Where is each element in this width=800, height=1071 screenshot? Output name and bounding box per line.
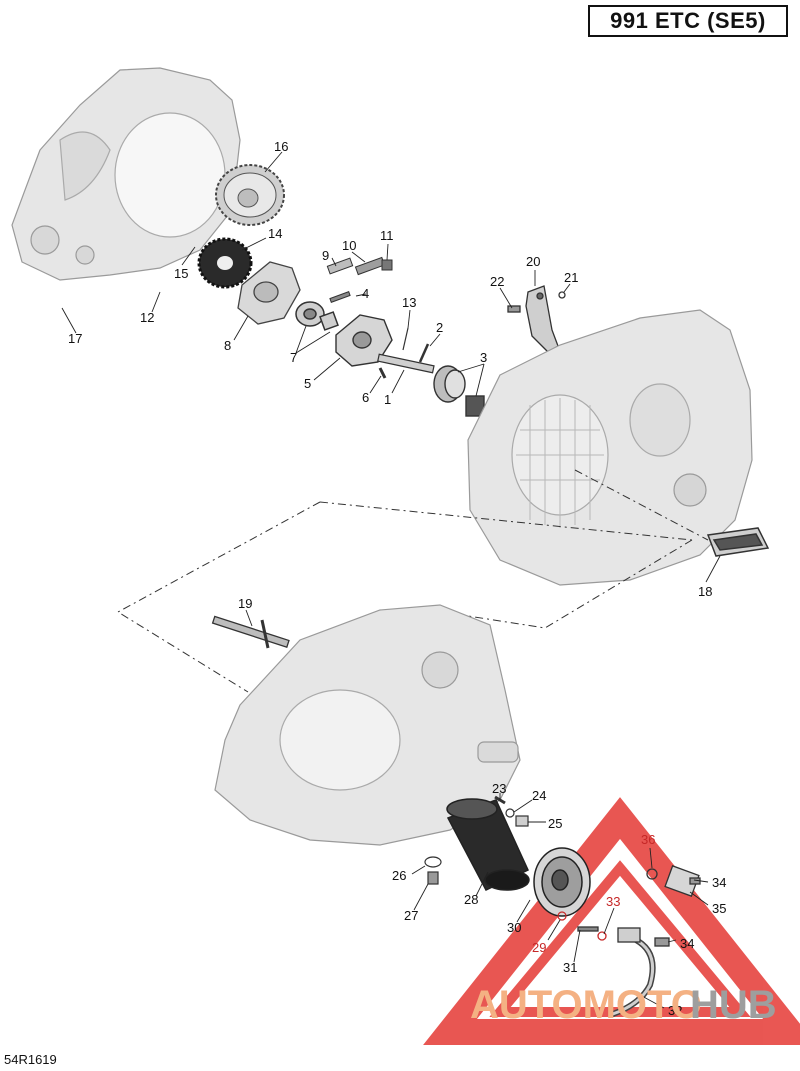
pump-shaft-1 <box>377 327 435 379</box>
dash-connectors <box>117 469 709 693</box>
callout-8: 8 <box>224 338 231 353</box>
callout-25: 25 <box>548 816 562 831</box>
callout-10: 10 <box>342 238 356 253</box>
pump-rotors-7 <box>295 301 339 331</box>
callouts: 1 2 3 4 5 6 7 8 9 10 11 12 13 14 15 16 1… <box>68 139 726 1018</box>
crankcase-right <box>467 309 753 586</box>
reference-code: 54R1619 <box>4 1052 57 1067</box>
callout-29: 29 <box>532 940 546 955</box>
callout-12: 12 <box>140 310 154 325</box>
callout-24: 24 <box>532 788 546 803</box>
watermark-word-2: HUB <box>690 983 777 1027</box>
callout-34-upper: 34 <box>712 875 726 890</box>
callout-17: 17 <box>68 331 82 346</box>
callout-33: 33 <box>606 894 620 909</box>
callout-19: 19 <box>238 596 252 611</box>
callout-5: 5 <box>304 376 311 391</box>
callout-35: 35 <box>712 901 726 916</box>
callout-6: 6 <box>362 390 369 405</box>
oil-filter-28 <box>446 798 530 891</box>
callout-3: 3 <box>480 350 487 365</box>
model-title-box: 991 ETC (SE5) <box>588 5 788 37</box>
crankcase-lower <box>214 604 521 846</box>
callout-4: 4 <box>362 286 369 301</box>
bracket-20 <box>507 285 566 353</box>
callout-14: 14 <box>268 226 282 241</box>
callout-15: 15 <box>174 266 188 281</box>
callout-1: 1 <box>384 392 391 407</box>
callout-16: 16 <box>274 139 288 154</box>
callout-23: 23 <box>492 781 506 796</box>
callout-36: 36 <box>641 832 655 847</box>
watermark-text: AUTOMOTO HUB <box>470 983 777 1027</box>
callout-11: 11 <box>380 228 394 243</box>
callout-26: 26 <box>392 868 406 883</box>
callout-28: 28 <box>464 892 478 907</box>
callout-30: 30 <box>507 920 521 935</box>
callout-7: 7 <box>290 350 297 365</box>
pump-cover-5 <box>335 314 393 367</box>
oil-pipe-19 <box>211 615 290 649</box>
callout-34-lower: 34 <box>680 936 694 951</box>
oil-line-assembly <box>577 865 701 1018</box>
drive-gear-16 <box>215 164 285 226</box>
magneto-housing <box>11 67 241 281</box>
pump-housing-8 <box>237 261 301 325</box>
callout-9: 9 <box>322 248 329 263</box>
callout-18: 18 <box>698 584 712 599</box>
filter-cover-30 <box>533 847 591 917</box>
callout-31: 31 <box>563 960 577 975</box>
bearings-3 <box>433 365 485 417</box>
callout-32: 32 <box>668 1003 682 1018</box>
leader-lines <box>61 151 721 1009</box>
callout-20: 20 <box>526 254 540 269</box>
callout-27: 27 <box>404 908 418 923</box>
oil-screen-18 <box>706 527 770 557</box>
watermark-word-1: AUTOMOTO <box>470 983 702 1027</box>
callout-13: 13 <box>402 295 416 310</box>
relief-valve-parts <box>326 256 393 303</box>
callout-2: 2 <box>436 320 443 335</box>
callout-21: 21 <box>564 270 578 285</box>
model-title: 991 ETC (SE5) <box>610 8 766 33</box>
sprocket-14 <box>197 237 253 289</box>
callout-22: 22 <box>490 274 504 289</box>
